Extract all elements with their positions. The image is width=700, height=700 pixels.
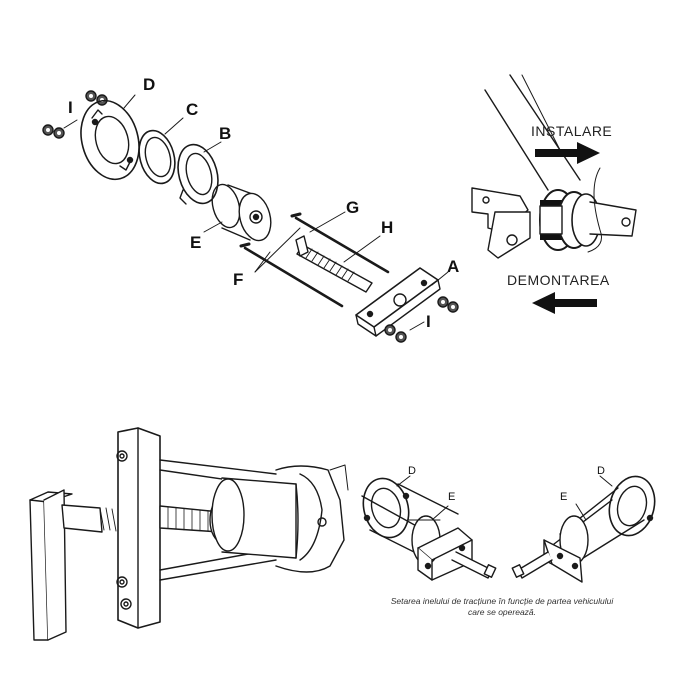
setup-caption-line-1: Setarea inelului de tracțiune în funcție… xyxy=(390,596,614,606)
part-g-rods xyxy=(239,212,390,308)
install-label: INSTALARE xyxy=(531,123,613,139)
label-g: G xyxy=(346,198,360,217)
label-f: F xyxy=(233,270,244,289)
setup-right-label-e: E xyxy=(560,491,568,503)
nut-right-upper xyxy=(437,296,459,313)
label-h: H xyxy=(381,218,394,237)
remove-label: DEMONTAREA xyxy=(507,272,610,288)
part-b-ring xyxy=(177,143,219,205)
nut-left-upper xyxy=(85,90,108,106)
label-b: B xyxy=(219,124,232,143)
arrow-right-icon xyxy=(535,142,600,164)
setup-left-label-e: E xyxy=(448,491,456,503)
nut-right-lower xyxy=(384,324,407,343)
label-i-left: I xyxy=(68,98,73,117)
part-a-plate xyxy=(355,267,441,337)
label-d: D xyxy=(143,75,156,94)
part-d-plate xyxy=(80,99,140,181)
part-c-ring xyxy=(138,129,176,185)
exploded-view xyxy=(42,90,459,343)
part-e-cylinder xyxy=(211,183,272,242)
part-h-bolt xyxy=(295,235,373,293)
setup-left xyxy=(361,475,497,581)
setup-left-label-d: D xyxy=(408,465,416,477)
label-c: C xyxy=(186,100,199,119)
setup-caption-line-2: care se operează. xyxy=(467,607,537,617)
label-i-right: I xyxy=(426,312,431,331)
press-assembly xyxy=(29,427,349,641)
press-frame xyxy=(116,427,161,629)
nut-left-lower xyxy=(42,124,65,139)
label-e: E xyxy=(190,233,202,252)
setup-right xyxy=(511,475,656,583)
label-a: A xyxy=(447,257,460,276)
setup-caption: Setarea inelului de tracțiune în funcție… xyxy=(352,596,652,618)
arrow-left-icon xyxy=(532,292,597,314)
setup-right-label-d: D xyxy=(597,465,605,477)
direction-diagram xyxy=(471,74,637,314)
